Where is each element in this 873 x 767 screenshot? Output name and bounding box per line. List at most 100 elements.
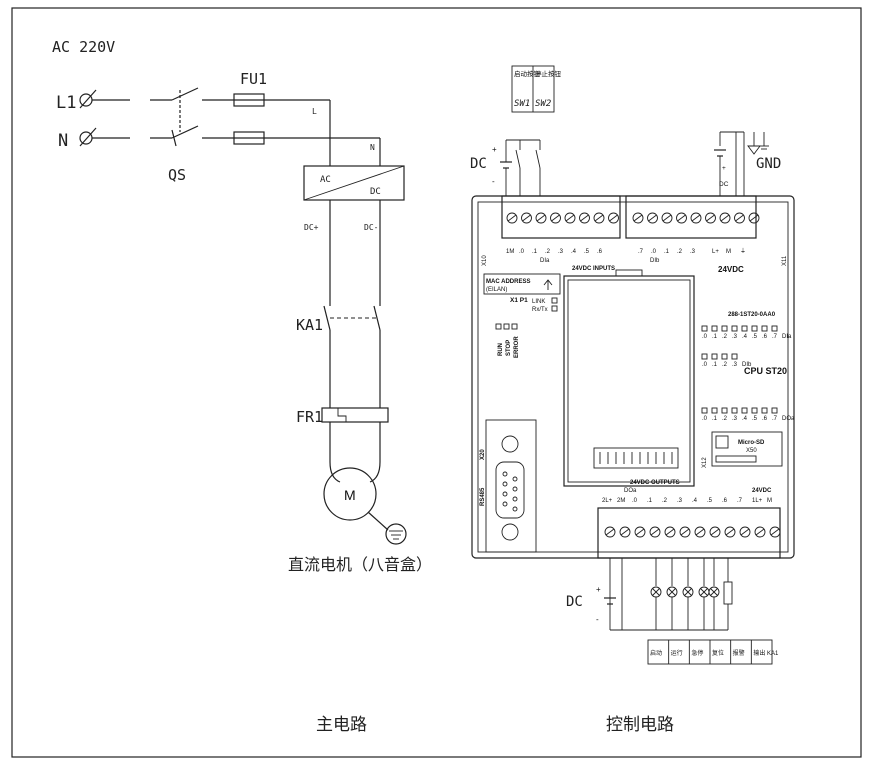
microsd-slot	[711, 431, 783, 467]
dia-led	[771, 325, 778, 332]
control-circuit-title: 控制电路	[606, 715, 674, 735]
terminal-screw	[679, 526, 691, 538]
svg-text:(EILAN): (EILAN)	[486, 287, 507, 293]
output-label: 输出 KA1	[753, 649, 779, 657]
dia-label: .6	[762, 334, 768, 340]
do-label: .6	[722, 498, 728, 504]
output-label-cells: 启动运行急停复位报警输出 KA1	[650, 640, 779, 664]
motor-symbol: M	[344, 487, 356, 503]
terminal-screw	[719, 212, 731, 224]
svg-text:Rx/Tx: Rx/Tx	[532, 307, 548, 313]
relay-label: KA1	[296, 316, 323, 334]
svg-text:LINK: LINK	[532, 299, 545, 305]
di-a-label: 1M	[506, 249, 514, 255]
svg-text:X10: X10	[482, 255, 488, 266]
thermal-relay-label: FR1	[296, 408, 323, 426]
terminal-screw	[593, 212, 605, 224]
dia-label: DIa	[782, 334, 792, 340]
di-a-label: .5	[584, 249, 590, 255]
terminal-screw	[632, 212, 644, 224]
dc-input-label: DC	[470, 156, 487, 172]
terminal-screw	[619, 526, 631, 538]
doa-label: .5	[752, 416, 758, 422]
input-terminals-b	[632, 212, 760, 224]
dia-label: .2	[722, 334, 728, 340]
svg-text:ERROR: ERROR	[514, 336, 520, 358]
svg-text:DIa: DIa	[540, 258, 550, 264]
terminal-screw	[604, 526, 616, 538]
doa-led	[761, 407, 768, 414]
di-a-label: .4	[571, 249, 577, 255]
svg-text:+: +	[492, 145, 497, 154]
terminal-screw	[724, 526, 736, 538]
terminal-screw	[739, 526, 751, 538]
dia-led	[701, 325, 708, 332]
dib-led	[711, 353, 718, 360]
power-terminal-labels: L+M⏚	[712, 248, 746, 255]
dib-label: .2	[722, 362, 728, 368]
motor	[323, 467, 377, 521]
ground-icon	[385, 523, 407, 545]
di-a-label: .3	[558, 249, 564, 255]
do-label: .0	[632, 498, 638, 504]
doa-label: .7	[772, 416, 778, 422]
wire-l-label: L	[312, 107, 317, 116]
di-a-label: .2	[545, 249, 551, 255]
dib-label: .0	[702, 362, 708, 368]
doa-label: .4	[742, 416, 748, 422]
svg-text:DIb: DIb	[650, 258, 660, 264]
svg-text:24VDC: 24VDC	[752, 488, 772, 494]
svg-text:24VDC: 24VDC	[718, 265, 744, 274]
terminal-screw	[705, 212, 716, 224]
svg-text:DC: DC	[719, 181, 729, 188]
output-label: 报警	[733, 649, 745, 657]
stop-led	[503, 323, 510, 330]
doa-label: .3	[732, 416, 738, 422]
dc-minus-label: DC-	[364, 223, 378, 232]
input-terminals-a	[506, 212, 619, 224]
dia-led	[761, 325, 768, 332]
output-label: 急停	[691, 649, 703, 657]
doa-led	[711, 407, 718, 414]
svg-text:X11: X11	[782, 255, 788, 266]
control-circuit: 启动按钮 停止按钮 SW1 SW2 DC + - + DC GND	[470, 65, 795, 735]
svg-text:-: -	[596, 615, 599, 624]
dib-label: .3	[732, 362, 738, 368]
di-b-label: .3	[690, 249, 696, 255]
doa-led	[701, 407, 708, 414]
do-label: 2M	[617, 498, 625, 504]
motor-caption: 直流电机（八音盒）	[288, 555, 432, 574]
power-label: L+	[712, 249, 719, 255]
svg-text:+: +	[722, 165, 726, 172]
error-led	[511, 323, 518, 330]
output-terminals	[604, 526, 781, 538]
qs-blade-bottom	[171, 125, 199, 139]
sw1-contact	[515, 149, 521, 169]
terminal-screw	[664, 526, 676, 538]
doa-label: .2	[722, 416, 728, 422]
dib-led	[721, 353, 728, 360]
doa-led	[731, 407, 738, 414]
main-circuit: AC 220V L1 N QS FU1 L N	[52, 38, 432, 735]
terminal-screw	[608, 212, 619, 224]
dia-led	[711, 325, 718, 332]
doa-led	[721, 407, 728, 414]
dia-led	[741, 325, 748, 332]
qs-blade-top	[171, 87, 199, 101]
frame	[11, 7, 862, 758]
di-b-label: .1	[664, 249, 670, 255]
input-terminal-block-a	[501, 195, 621, 239]
terminal-screw	[550, 212, 561, 224]
di-a-terminal-labels: 1M.0.1.2.3.4.5.6	[506, 249, 603, 255]
dib-label: DIb	[742, 362, 752, 368]
converter-ac: AC	[320, 175, 331, 185]
output-lamps	[650, 558, 729, 630]
doa-led	[741, 407, 748, 414]
doa-led	[771, 407, 778, 414]
svg-text:X20: X20	[480, 449, 486, 460]
sw2-id: SW2	[535, 99, 551, 109]
terminal-screw	[694, 526, 706, 538]
dc-output-label: DC	[566, 594, 583, 610]
